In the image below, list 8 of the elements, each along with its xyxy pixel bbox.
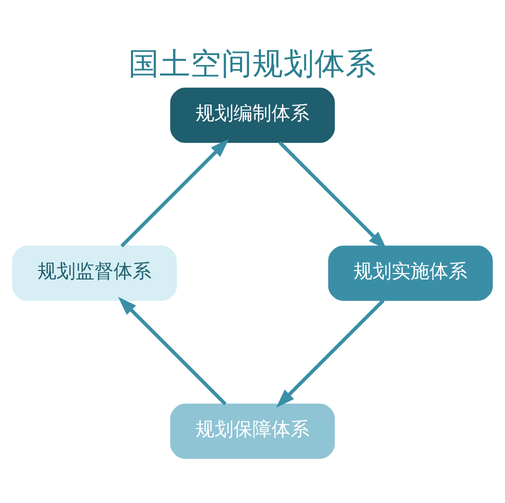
diagram-title: 国土空间规划体系	[128, 46, 377, 82]
arrow	[118, 296, 227, 406]
arrow	[120, 138, 229, 248]
node-box: 规划保障体系	[170, 404, 335, 459]
arrow	[276, 299, 385, 408]
node-box: 规划监督体系	[12, 246, 177, 301]
node-box: 规划编制体系	[170, 88, 335, 143]
node-box: 规划实施体系	[328, 246, 493, 301]
